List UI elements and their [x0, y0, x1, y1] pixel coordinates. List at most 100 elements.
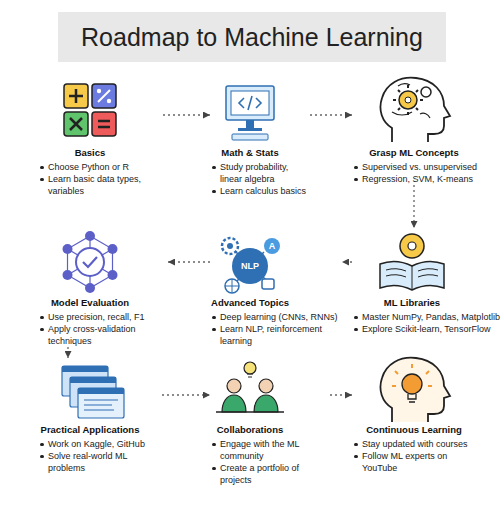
windows-icon-part	[62, 366, 108, 372]
network-check-icon-part	[85, 283, 95, 293]
calculator-icon-part	[70, 118, 82, 130]
step-heading: Basics	[75, 146, 106, 159]
step-heading: Continuous Learning	[366, 423, 462, 436]
bullet-text: Stay updated with courses	[362, 439, 468, 449]
heading-row: Math & Stats	[210, 146, 290, 159]
bullet-item: Study probability, linear algebra	[210, 161, 310, 185]
heading-row: ML Libraries	[352, 296, 472, 309]
step-heading: Advanced Topics	[211, 296, 289, 309]
monitor-icon-part	[231, 91, 269, 115]
bullet-text: Learn calculus basics	[220, 186, 306, 196]
windows-icon-part	[78, 388, 124, 418]
flow-arrow	[310, 114, 352, 115]
collaboration-icon-part	[254, 395, 278, 412]
windows-icon-part	[70, 377, 116, 383]
flow-arrow	[67, 347, 68, 358]
nlp-icon	[222, 238, 280, 293]
bullet-dot	[40, 178, 44, 182]
learning-head-icon	[380, 358, 450, 422]
monitor-icon-part	[232, 134, 268, 140]
bullet-item: Follow ML experts on YouTube	[352, 450, 484, 474]
calculator-icon-part	[98, 121, 110, 127]
bullet-text: Use precision, recall, F1	[48, 312, 145, 322]
network-check-icon-part	[68, 236, 113, 288]
flow-arrow	[163, 114, 210, 115]
heading-row: Grasp ML Concepts	[352, 146, 476, 159]
bullet-text: Supervised vs. unsupervised	[362, 162, 477, 172]
collaboration-icon-part	[227, 379, 241, 393]
bullet-text: Learn NLP, reinforcement learning	[220, 324, 322, 346]
heading-row: Basics	[38, 146, 142, 159]
monitor-icon	[226, 86, 274, 140]
brain-head-icon-part	[392, 84, 430, 118]
nlp-icon-part	[225, 279, 239, 293]
network-check-icon-part	[63, 244, 73, 254]
heading-row: Advanced Topics	[210, 296, 290, 309]
bullet-item: Work on Kaggle, GitHub	[38, 438, 162, 450]
bullet-dot	[354, 166, 358, 170]
bullet-dot	[40, 455, 44, 459]
roadmap-step: Continuous LearningStay updated with cou…	[352, 358, 484, 474]
calculator-icon-part	[92, 112, 116, 136]
bullet-item: Apply cross-validation techniques	[38, 323, 168, 347]
roadmap-step: Practical ApplicationsWork on Kaggle, Gi…	[38, 358, 162, 474]
roadmap-step: BasicsChoose Python or RLearn basic data…	[38, 78, 163, 197]
collaboration-icon-part	[222, 395, 246, 412]
nlp-icon-part	[225, 279, 239, 293]
bullet-dot	[212, 443, 216, 447]
bullet-item: Supervised vs. unsupervised	[352, 161, 502, 173]
step-heading: Collaborations	[217, 423, 284, 436]
calculator-icon-part	[107, 99, 111, 103]
bullet-dot	[212, 467, 216, 471]
learning-head-icon-part	[408, 394, 416, 402]
roadmap-step: Advanced TopicsDeep learning (CNNs, RNNs…	[210, 228, 342, 347]
bullet-text: Deep learning (CNNs, RNNs)	[220, 312, 338, 322]
bullet-text: Engage with the ML community	[220, 439, 299, 461]
icon-text: NLP	[232, 260, 268, 272]
roadmap-step: Grasp ML ConceptsSupervised vs. unsuperv…	[352, 78, 502, 185]
brain-head-icon-part	[399, 91, 417, 109]
bullet-dot	[212, 166, 216, 170]
bullet-item: Stay updated with courses	[352, 438, 484, 450]
network-check-icon-part	[68, 236, 113, 288]
bullet-text: Follow ML experts on YouTube	[362, 451, 447, 473]
bullet-text: Solve real-world ML problems	[48, 451, 127, 473]
bullet-item: Regression, SVM, K-means	[352, 173, 502, 185]
book-icon-part	[380, 261, 444, 290]
bullet-item: Learn basic data types, variables	[38, 173, 163, 197]
calculator-icon	[64, 84, 116, 136]
brain-head-icon-part	[405, 97, 411, 103]
flow-arrow	[330, 394, 352, 395]
bullet-dot	[212, 190, 216, 194]
title-band: Roadmap to Machine Learning	[58, 12, 446, 62]
bullet-text: Apply cross-validation techniques	[48, 324, 136, 346]
monitor-icon-part	[246, 120, 254, 128]
bullet-dot	[354, 178, 358, 182]
network-check-icon-part	[108, 270, 118, 280]
bullet-item: Master NumPy, Pandas, Matplotlib	[352, 311, 502, 323]
book-icon	[380, 234, 444, 290]
network-check-icon-part	[76, 248, 104, 276]
windows-icon-part	[84, 400, 118, 410]
nlp-icon-part	[227, 243, 233, 249]
bullet-dot	[354, 443, 358, 447]
step-heading: Model Evaluation	[51, 296, 129, 309]
bullet-text: Learn basic data types, variables	[48, 174, 141, 196]
step-heading: Grasp ML Concepts	[369, 146, 459, 159]
collaboration-icon-part	[244, 362, 256, 374]
bullet-dot	[354, 316, 358, 320]
brain-head-icon-part	[421, 87, 431, 97]
bullet-item: Learn NLP, reinforcement learning	[210, 323, 342, 347]
bullet-item: Deep learning (CNNs, RNNs)	[210, 311, 342, 323]
bullet-item: Choose Python or R	[38, 161, 163, 173]
brain-head-icon-part	[393, 85, 423, 115]
step-heading: Practical Applications	[41, 423, 140, 436]
network-check-icon-part	[85, 231, 95, 241]
flow-arrow	[413, 185, 414, 228]
network-check-icon-part	[108, 244, 118, 254]
nlp-icon-part	[262, 279, 274, 289]
collaboration-icon-part	[247, 374, 253, 377]
book-icon-part	[408, 242, 416, 250]
